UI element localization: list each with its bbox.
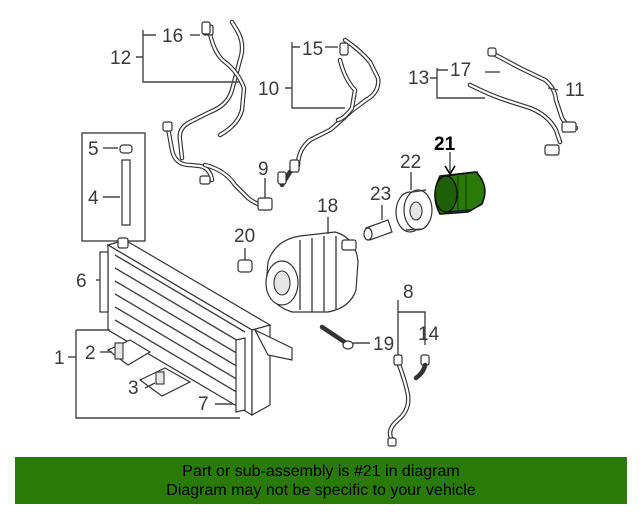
callout-14: 14 (418, 324, 440, 345)
bracket-4-5 (81, 132, 146, 242)
part-4 (121, 159, 131, 226)
callout-9: 9 (258, 159, 269, 180)
fitting-15 (339, 42, 349, 56)
callout-7: 7 (198, 394, 209, 415)
callout-13: 13 (408, 68, 429, 89)
callout-4: 4 (88, 188, 99, 209)
sensor-harness-8 (387, 354, 430, 447)
callout-11: 11 (565, 80, 585, 101)
callout-18: 18 (317, 196, 338, 217)
leader-11 (547, 87, 559, 91)
arrow-21 (444, 165, 456, 176)
callout-1: 1 (54, 348, 65, 369)
callout-5: 5 (88, 139, 99, 160)
callout-2: 2 (85, 343, 96, 364)
pulley-22 (395, 189, 433, 233)
callout-17: 17 (450, 60, 471, 81)
part-9 (257, 197, 273, 211)
part-21-highlight[interactable] (434, 171, 486, 215)
banner-line-2: Diagram may not be specific to your vehi… (166, 482, 476, 499)
leader-8 (397, 300, 426, 345)
callout-10: 10 (258, 79, 279, 100)
callout-19: 19 (373, 334, 394, 355)
banner-line-1: Part or sub-assembly is #21 in diagram (182, 463, 460, 480)
callout-21: 21 (434, 134, 456, 155)
callout-3: 3 (128, 378, 139, 399)
callout-6: 6 (76, 271, 87, 292)
part-3 (155, 371, 165, 385)
callout-20: 20 (234, 226, 255, 247)
callout-22: 22 (400, 152, 421, 173)
hose-assembly-10 (277, 37, 381, 188)
leader-12 (136, 30, 240, 83)
part-5 (119, 144, 133, 154)
part-19 (319, 324, 349, 346)
callout-8: 8 (403, 282, 414, 303)
info-banner: Part or sub-assembly is #21 in diagram D… (15, 457, 627, 504)
callout-12: 12 (110, 48, 131, 69)
leader-3 (144, 382, 156, 389)
callout-16: 16 (162, 26, 183, 47)
hose-assembly-11 (467, 47, 579, 156)
part-20 (237, 259, 253, 273)
callout-23: 23 (370, 184, 391, 205)
compressor-18 (265, 231, 359, 313)
part-2 (114, 342, 124, 360)
bracket-1 (75, 329, 240, 419)
parts-diagram: 12 16 10 15 13 17 11 9 5 4 (54, 19, 585, 447)
condenser-1 (106, 237, 293, 417)
callout-15: 15 (302, 39, 323, 60)
fitting-16 (201, 21, 211, 35)
leader-10 (285, 42, 345, 109)
hose-assembly-12 (162, 19, 271, 209)
leader-13 (430, 68, 485, 99)
part-6 (99, 251, 109, 313)
